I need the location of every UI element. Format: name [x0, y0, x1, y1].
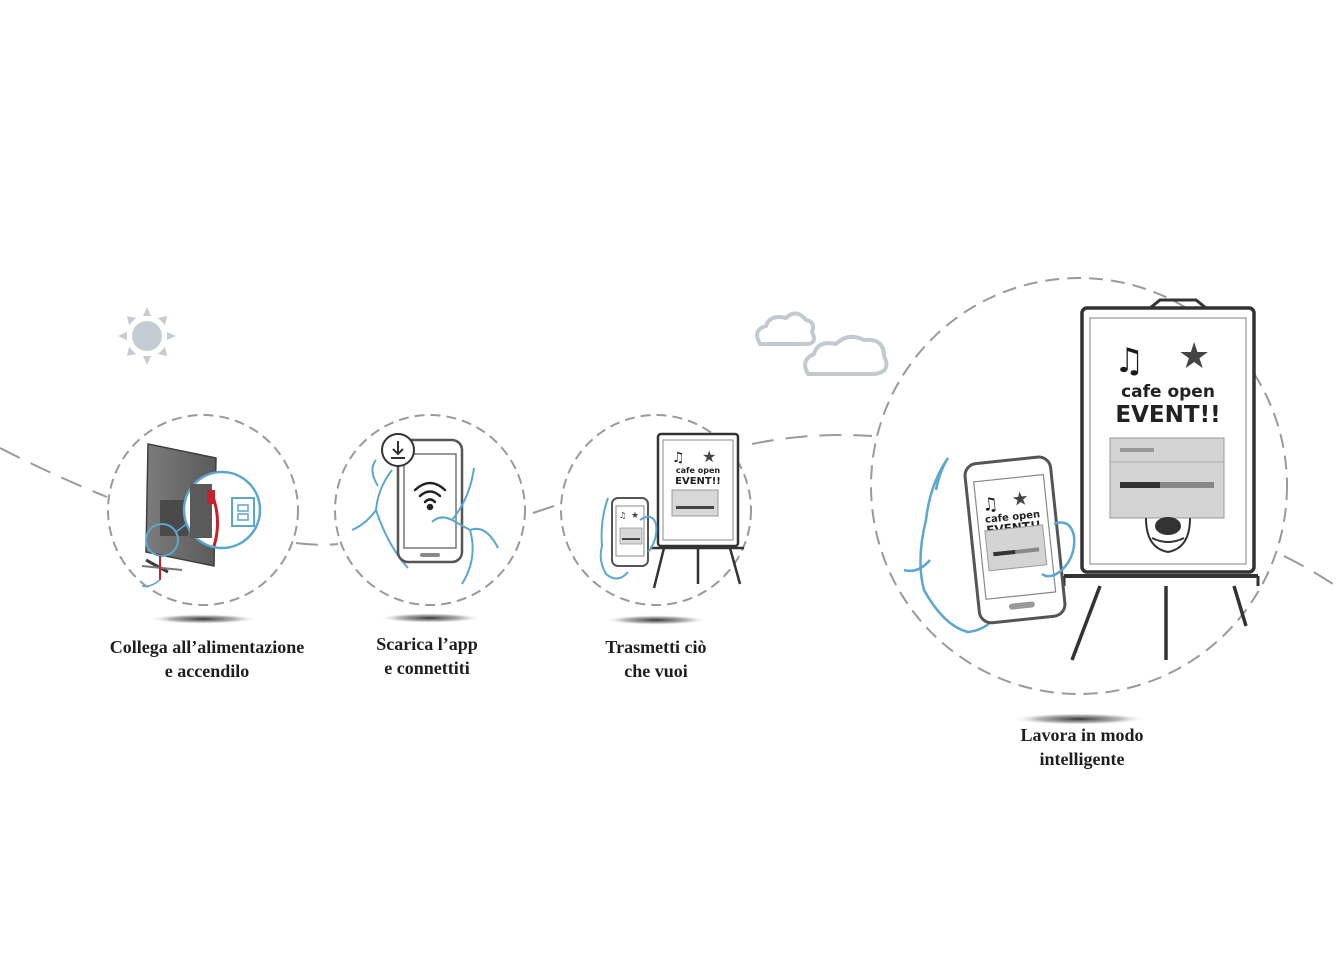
mascot-sketch: [1145, 517, 1191, 554]
caption-line: intelligente: [1039, 749, 1125, 769]
music-note-icon: ♫: [619, 511, 626, 520]
dashed-connector: [0, 434, 1337, 587]
caption-line: e accendilo: [164, 661, 250, 681]
hand-finger-outline: [431, 467, 499, 585]
step-app: [334, 414, 526, 623]
hand-outline: [351, 459, 409, 569]
circle-shadow: [1011, 713, 1147, 725]
cloud-icon: [755, 311, 889, 376]
power-switch-icon: [231, 497, 255, 527]
hand-outline: [903, 457, 998, 634]
star-icon: ★: [702, 447, 716, 466]
step-caption-smart: Lavora in modo intelligente: [982, 723, 1182, 771]
caption-line: Scarica l’app: [376, 634, 478, 654]
screen-line-2: EVENT!!: [1115, 402, 1220, 428]
smartphone-illustration: [396, 438, 464, 564]
zoom-detail-small: [145, 523, 179, 557]
circle-shadow: [378, 613, 482, 623]
caption-line: Lavora in modo: [1020, 725, 1144, 745]
download-icon: [381, 433, 415, 467]
thumb-outline: [1041, 521, 1076, 578]
circle-shadow: [604, 615, 708, 625]
star-icon: ★: [1178, 336, 1210, 377]
hand-outline: [599, 497, 629, 580]
zoom-detail-large: [182, 470, 262, 550]
step-power: [107, 414, 299, 624]
star-icon: ★: [631, 511, 639, 521]
caption-line: che vuoi: [624, 661, 688, 681]
step-caption-app: Scarica l’app e connettiti: [327, 632, 527, 680]
smartphone-illustration: ♫ ★: [611, 497, 649, 567]
sun-icon: [118, 307, 176, 365]
music-note-icon: ♫: [981, 494, 999, 517]
star-icon: ★: [1011, 487, 1030, 511]
caption-line: Collega all’alimentazione: [109, 637, 305, 657]
music-note-icon: ♫: [672, 450, 685, 466]
smartphone-illustration: ♫ ★ cafe open EVENT!!: [963, 455, 1067, 625]
screen-line-2: EVENT!!: [675, 476, 721, 487]
screen-line-1: cafe open: [676, 466, 720, 475]
music-note-icon: ♫: [1114, 341, 1144, 381]
caption-line: Trasmetti ciò: [605, 637, 707, 657]
screen-line-1: cafe open: [1121, 382, 1215, 402]
step-transmit: ♫ ★ cafe open EVENT!! ♫ ★: [560, 414, 752, 625]
signage-easel-illustration: ♫ ★ cafe open EVENT!!: [1062, 298, 1260, 661]
step-caption-power: Collega all’alimentazione e accendilo: [57, 635, 357, 683]
transfer-dialog: [1109, 437, 1225, 519]
circle-shadow: [148, 614, 258, 624]
signage-easel-illustration: ♫ ★ cafe open EVENT!!: [650, 432, 744, 589]
step-caption-transmit: Trasmetti ciò che vuoi: [556, 635, 756, 683]
wifi-icon: [413, 481, 447, 511]
step-smart: ♫ ★ cafe open EVENT!! ♫ ★ ca: [870, 277, 1288, 725]
caption-line: e connettiti: [384, 658, 470, 678]
